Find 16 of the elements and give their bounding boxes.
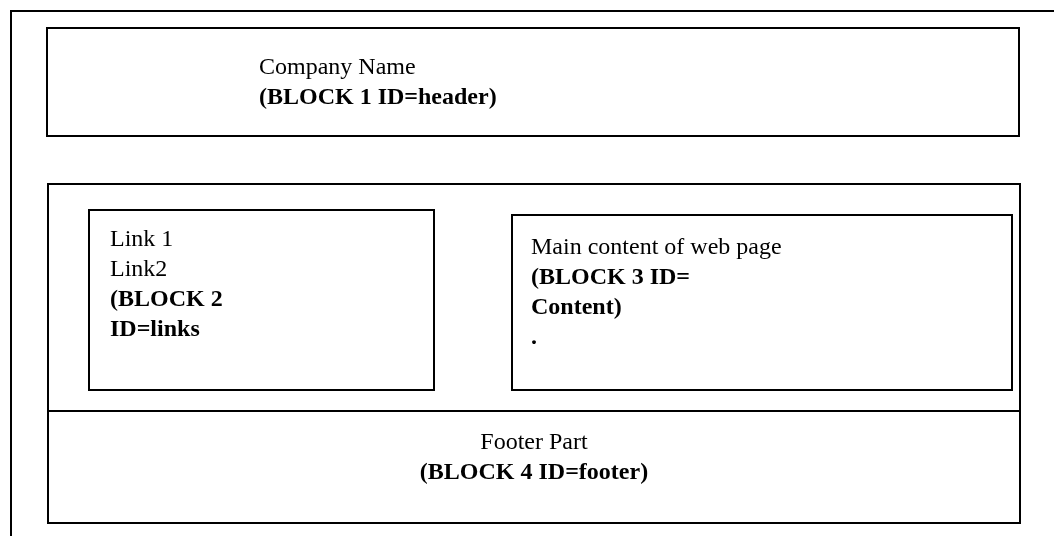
header-block (46, 27, 1020, 137)
block-id-text: (BLOCK 3 ID= Content) (531, 262, 692, 321)
footer-block (47, 410, 1021, 524)
page-frame (10, 10, 1054, 536)
content-block (511, 214, 1013, 391)
block-id-text: (BLOCK 2 ID=links (110, 284, 224, 343)
link-text: Link 1 (110, 224, 175, 253)
content-text: Main content of web page (531, 232, 783, 261)
links-block (88, 209, 435, 391)
block-id-text: (BLOCK 1 ID=header) (259, 82, 498, 111)
company-name-text: Company Name (259, 52, 417, 81)
dot-text: . (531, 322, 538, 351)
block-id-text: (BLOCK 4 ID=footer) (418, 457, 650, 486)
footer-text: Footer Part (479, 427, 589, 456)
link-text: Link2 (110, 254, 169, 283)
middle-panel (47, 183, 1021, 413)
